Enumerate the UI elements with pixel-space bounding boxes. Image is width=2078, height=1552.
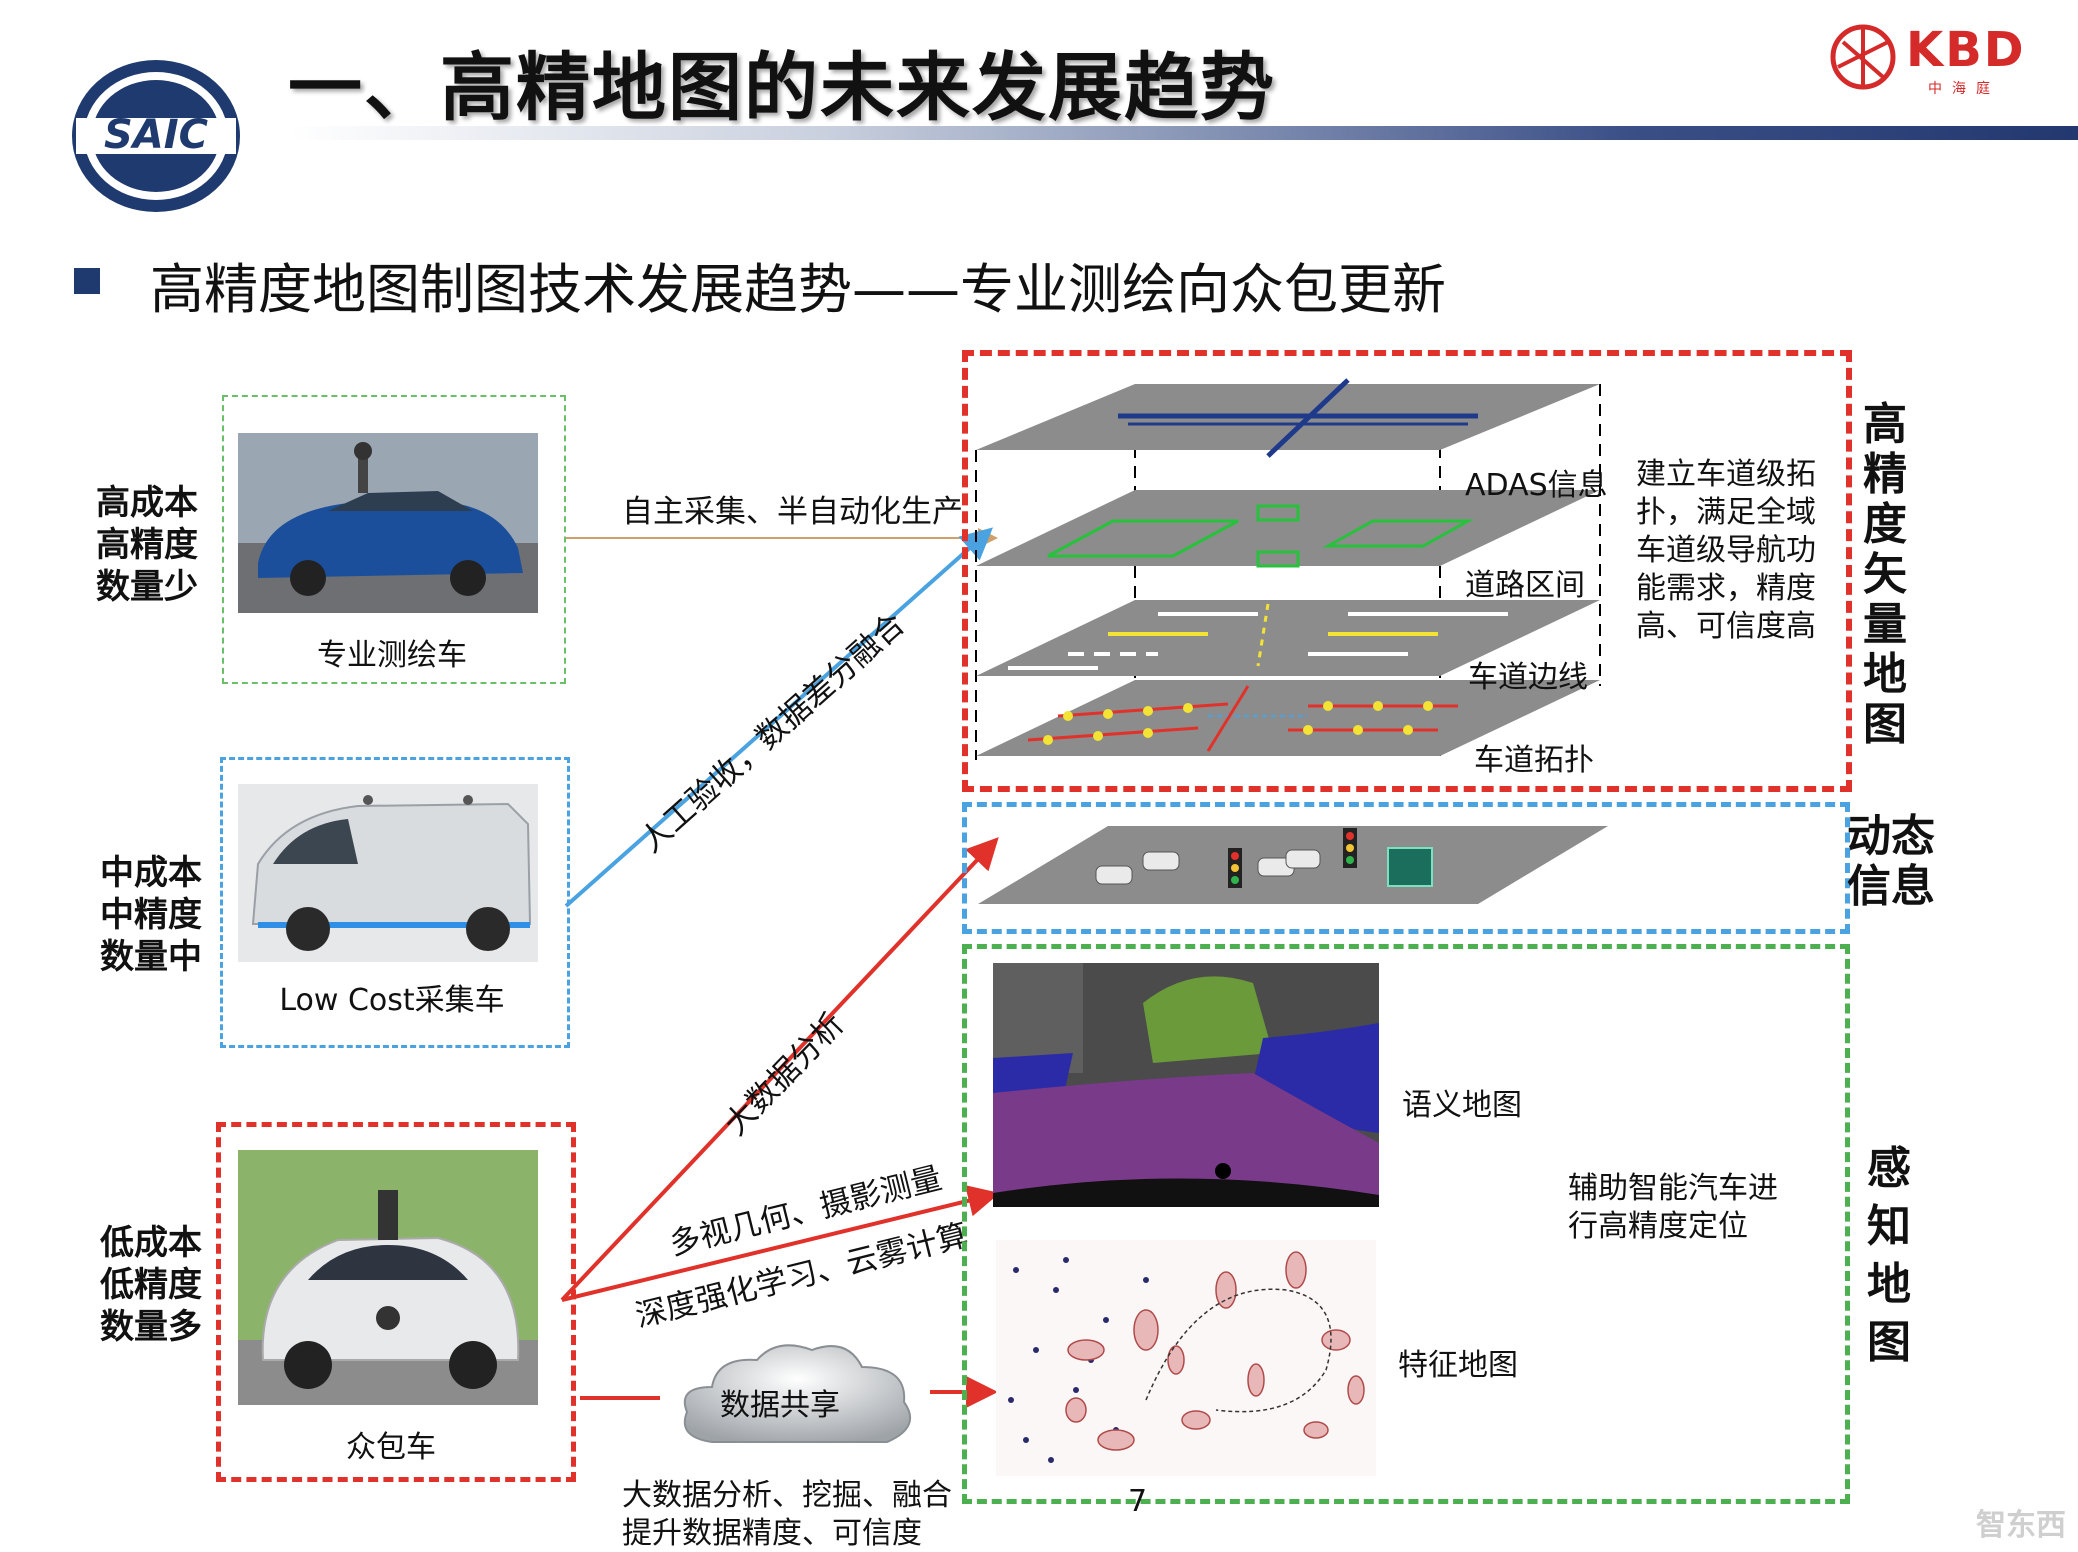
side-char: 图 bbox=[1867, 1317, 1911, 1368]
side-char: 动态 bbox=[1847, 811, 1935, 862]
side-char: 精 bbox=[1863, 449, 1907, 500]
title-underline-bar bbox=[290, 126, 2078, 140]
layer-adas bbox=[976, 490, 1600, 566]
layer-label-adas: ADAS信息 bbox=[1465, 468, 1608, 503]
dynamic-info-box bbox=[962, 802, 1850, 934]
crowd-car-image bbox=[238, 1150, 538, 1405]
page-number: 7 bbox=[1128, 1484, 1148, 1519]
cloud-label: 数据共享 bbox=[720, 1388, 840, 1423]
side-char: 感 bbox=[1867, 1143, 1911, 1194]
lowcost-caption: Low Cost采集车 bbox=[279, 983, 505, 1018]
intersection-icon bbox=[1387, 847, 1433, 887]
cloud-caption-1: 大数据分析、挖掘、融合 bbox=[622, 1478, 952, 1513]
label-line: 低成本 bbox=[100, 1223, 202, 1263]
perception-side-label: 感 知 地 图 bbox=[1862, 1140, 1916, 1372]
layer-label-lane-topology: 车道拓扑 bbox=[1474, 743, 1594, 778]
data-sharing-cloud: 数据共享 bbox=[672, 1332, 922, 1462]
label-line: 低精度 bbox=[100, 1265, 202, 1305]
side-char: 地 bbox=[1867, 1259, 1911, 1310]
side-char: 高 bbox=[1863, 399, 1907, 450]
label-line: 中成本 bbox=[100, 853, 202, 893]
car-icon bbox=[1095, 849, 1321, 885]
side-char: 矢 bbox=[1863, 549, 1907, 600]
dynamic-info-scene bbox=[978, 826, 1608, 904]
source-label-pro: 高成本 高精度 数量少 bbox=[82, 482, 212, 608]
cloud-caption-2: 提升数据精度、可信度 bbox=[622, 1516, 922, 1551]
side-char: 图 bbox=[1863, 699, 1907, 750]
kbd-logo-subtext: 中海庭 bbox=[1928, 81, 2000, 97]
hd-map-box bbox=[962, 350, 1852, 792]
subtitle: 高精度地图制图技术发展趋势——专业测绘向众包更新 bbox=[150, 258, 1446, 321]
watermark: 智东西 bbox=[1976, 1508, 2066, 1543]
pro-survey-box bbox=[222, 395, 566, 684]
kbd-logo-text: KBD bbox=[1906, 22, 2026, 78]
label-line: 高精度 bbox=[96, 525, 198, 565]
desc-line: 辅助智能汽车进 bbox=[1568, 1171, 1778, 1206]
dynamic-info-side-label: 动态 信息 bbox=[1846, 812, 1936, 912]
feature-map-image bbox=[996, 1240, 1376, 1476]
source-label-crowd: 低成本 低精度 数量多 bbox=[86, 1222, 216, 1348]
pro-survey-car-image bbox=[238, 433, 538, 613]
traffic-light-icon bbox=[1228, 828, 1357, 888]
source-label-lowcost: 中成本 中精度 数量中 bbox=[86, 852, 216, 978]
desc-line: 高、可信度高 bbox=[1636, 609, 1816, 644]
desc-line: 车道级导航功 bbox=[1636, 533, 1816, 568]
semantic-map-image bbox=[993, 963, 1379, 1207]
arrow-crowd-to-semantic bbox=[561, 1185, 1000, 1302]
side-char: 信息 bbox=[1847, 861, 1935, 912]
desc-line: 扑，满足全域 bbox=[1636, 495, 1816, 530]
arrow-crowd-to-dynamic bbox=[560, 837, 999, 1302]
desc-line: 能需求，精度 bbox=[1636, 571, 1816, 606]
label-line: 中精度 bbox=[100, 895, 202, 935]
desc-line: 建立车道级拓 bbox=[1636, 457, 1816, 492]
label-line: 高成本 bbox=[96, 483, 198, 523]
saic-logo: SAIC bbox=[68, 56, 244, 216]
perception-map-box bbox=[962, 944, 1850, 1504]
perception-description: 辅助智能汽车进 行高精度定位 bbox=[1568, 1170, 1778, 1246]
page-title: 一、高精地图的未来发展趋势 bbox=[288, 45, 1276, 131]
layer-topology bbox=[976, 680, 1600, 756]
kbd-logo: KBD 中海庭 bbox=[1828, 20, 2058, 100]
side-char: 量 bbox=[1863, 599, 1907, 650]
layer-lanes bbox=[976, 600, 1600, 676]
hd-map-side-label: 高 精 度 矢 量 地 图 bbox=[1860, 400, 1910, 750]
crowd-caption: 众包车 bbox=[346, 1430, 436, 1465]
label-line: 数量少 bbox=[96, 567, 198, 607]
side-char: 地 bbox=[1863, 649, 1907, 700]
semantic-map-label: 语义地图 bbox=[1402, 1088, 1522, 1123]
label-line: 数量多 bbox=[100, 1307, 202, 1347]
arrow-lowcost-to-map bbox=[564, 527, 993, 908]
side-char: 度 bbox=[1863, 499, 1907, 550]
flow-label-pro: 自主采集、半自动化生产 bbox=[622, 494, 963, 530]
desc-line: 行高精度定位 bbox=[1568, 1209, 1748, 1244]
hd-map-layers bbox=[975, 378, 1601, 760]
saic-logo-text: SAIC bbox=[103, 112, 208, 158]
lowcost-car-image bbox=[238, 784, 538, 962]
layer-label-road-section: 道路区间 bbox=[1465, 568, 1585, 603]
pro-survey-caption: 专业测绘车 bbox=[317, 638, 467, 673]
hd-map-description: 建立车道级拓 扑，满足全域 车道级导航功 能需求，精度 高、可信度高 bbox=[1636, 456, 1816, 646]
crowd-box bbox=[216, 1122, 576, 1482]
feature-map-label: 特征地图 bbox=[1398, 1348, 1518, 1383]
subtitle-bullet bbox=[74, 268, 100, 294]
label-line: 数量中 bbox=[100, 937, 202, 977]
layer-label-lane-edge: 车道边线 bbox=[1468, 660, 1588, 695]
side-char: 知 bbox=[1867, 1201, 1911, 1252]
